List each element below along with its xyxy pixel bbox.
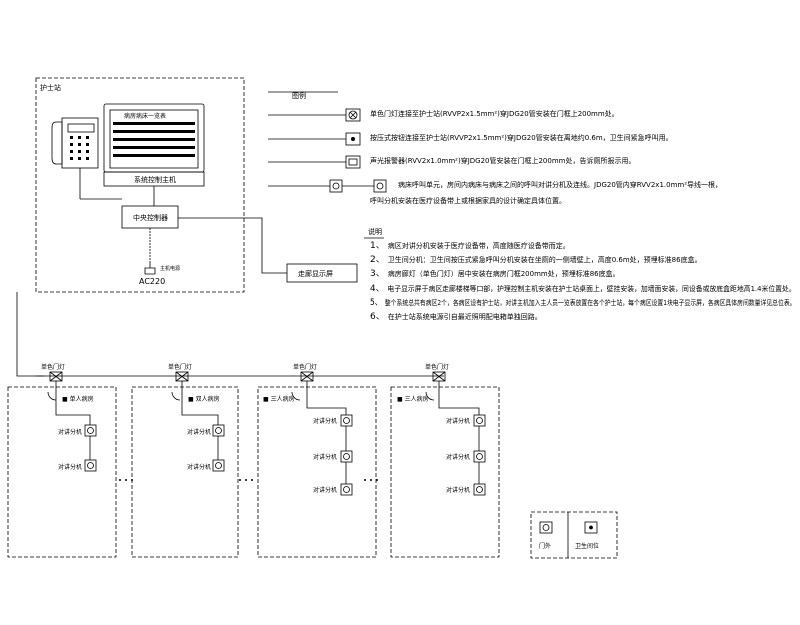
bed-unit-icon (212, 424, 225, 437)
speaker-icon (345, 155, 361, 169)
room-frame-2 (131, 386, 239, 558)
door-lamp-label: 单色门灯 (41, 363, 65, 371)
button-dot-icon (345, 132, 361, 146)
legend-title: 图例 (292, 91, 306, 100)
bed-unit-icon (473, 414, 486, 427)
note-4: 4、电子显示屏于病区走廊楼梯等口部，护理控制主机安装在护士站桌面上，壁挂安装，加… (370, 284, 796, 294)
room-label: ■ 三人病房 (263, 395, 295, 403)
bed-unit-icon (329, 179, 343, 193)
legend-text-bed-unit-2: 呼叫分机安装在医疗设备带上或根据家具的设计确定具体位置。 (370, 197, 566, 205)
note-5: 5、整个系统总共有病区2个，各病区设有护士站，对讲主机加入主人员一览表放置在各个… (370, 298, 796, 308)
host-label: 系统控制主机 (134, 175, 176, 184)
room-frame-1 (7, 386, 117, 558)
bed-unit-icon (373, 179, 387, 193)
bathroom-frame (530, 511, 618, 559)
bed-unit-label: 对讲分机 (58, 463, 82, 471)
room-frame-3 (257, 386, 377, 558)
door-lamp-icon (49, 371, 63, 382)
legend-text-button: 按压式按钮连接至护士站(RVVP2x1.5mm²)穿JDG20管安装在离地约0.… (370, 134, 673, 142)
nurse-station-frame (35, 77, 245, 293)
speaker-icon (539, 521, 553, 534)
door-lamp-icon (175, 371, 189, 382)
screen-title: 病房病床一览表 (124, 112, 166, 120)
more-rooms-ellipsis (119, 479, 378, 481)
lamp-x-icon (345, 108, 361, 122)
note-3: 3、病房廊灯（单色门灯）居中安装在病房门框200mm处，预埋标准86底盒。 (370, 269, 620, 279)
notes-title: 说明 (368, 227, 382, 236)
power-value: AC220 (139, 277, 165, 286)
note-6: 6、在护士站系统电源引自最近照明配电箱单独回路。 (370, 312, 542, 322)
bed-unit-label: 对讲分机 (446, 417, 470, 425)
bed-unit-label: 对讲分机 (58, 428, 82, 436)
bed-unit-icon (212, 459, 225, 472)
bed-unit-label: 对讲分机 (446, 486, 470, 494)
phone-keypad (70, 136, 89, 160)
door-lamp-label: 单色门灯 (425, 363, 449, 371)
door-lamp-label: 单色门灯 (168, 363, 192, 371)
button-dot-icon (584, 521, 598, 534)
walkway-display-box (286, 263, 358, 283)
bed-unit-label: 对讲分机 (187, 463, 211, 471)
room-label: ■ 双人病房 (188, 395, 220, 403)
controller-label: 中央控制器 (133, 213, 168, 222)
room-label: ■ 单人病房 (62, 395, 94, 403)
bathroom-button-label: 卫生间位 (575, 542, 599, 550)
bed-unit-icon (84, 459, 97, 472)
telephone-icon (51, 117, 99, 169)
bed-status-table (113, 122, 195, 157)
bed-unit-label: 对讲分机 (313, 417, 337, 425)
legend-text-speaker: 声光报警器(RVV2x1.0mm²)穿JDG20管安装在门框上200mm处，告诉… (370, 157, 636, 165)
bed-unit-icon (340, 483, 353, 496)
bed-unit-label: 对讲分机 (313, 486, 337, 494)
bathroom-lamp-label: 门外 (539, 542, 551, 550)
bed-unit-label: 对讲分机 (446, 453, 470, 461)
bed-unit-label: 对讲分机 (313, 453, 337, 461)
room-frame-4 (390, 386, 500, 558)
legend-text-bed-unit: 病床呼叫单元，房间内病床与病床之间的呼叫对讲分机及连线。JDG20管内穿RVV2… (398, 181, 723, 189)
bed-unit-icon (473, 483, 486, 496)
power-plug-icon (144, 262, 156, 275)
door-lamp-icon (300, 371, 314, 382)
door-lamp-icon (432, 371, 446, 382)
room-label: ■ 三人病房 (397, 395, 429, 403)
bed-unit-icon (473, 450, 486, 463)
door-lamp-label: 单色门灯 (293, 363, 317, 371)
note-2: 2、卫生间分机：卫生间按压式紧急呼叫分机安装在坐厕的一侧墙壁上，高度0.6m处，… (370, 255, 702, 265)
power-label: 主机电源 (160, 265, 180, 272)
nurse-station-label: 护士站 (40, 83, 61, 92)
bed-unit-icon (340, 414, 353, 427)
walkway-display-label: 走廊显示屏 (298, 269, 333, 278)
legend-text-lamp: 单色门灯连接至护士站(RVVP2x1.5mm²)穿JDG20管安装在门框上200… (370, 110, 619, 118)
bed-unit-icon (340, 450, 353, 463)
bed-unit-label: 对讲分机 (187, 428, 211, 436)
bed-unit-icon (84, 424, 97, 437)
note-1: 1、病区对讲分机安装于医疗设备带，高度随医疗设备带而定。 (370, 241, 570, 251)
